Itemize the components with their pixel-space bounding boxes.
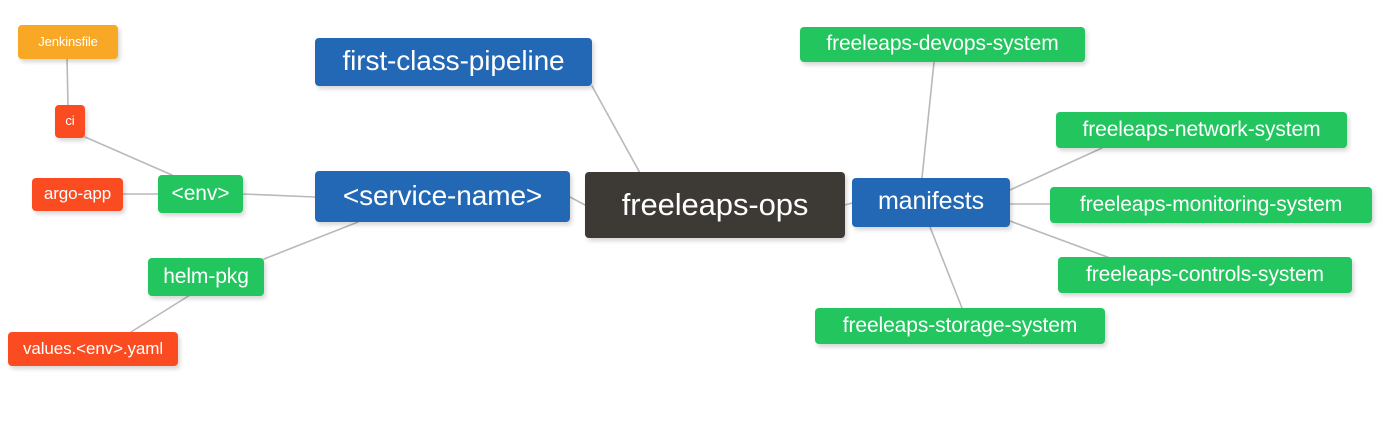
node-storage-system[interactable]: freeleaps-storage-system <box>815 308 1105 344</box>
node-network-system[interactable]: freeleaps-network-system <box>1056 112 1347 148</box>
node-first-class-pipeline-label: first-class-pipeline <box>342 45 565 76</box>
node-env[interactable]: <env> <box>158 175 243 213</box>
node-values-yaml-label: values.<env>.yaml <box>22 338 164 358</box>
node-ci-label: ci <box>65 113 75 128</box>
edge-root-to-first-class-pipeline <box>591 85 641 174</box>
node-helm-pkg[interactable]: helm-pkg <box>148 258 264 296</box>
edge-service-name-to-helm-pkg <box>263 221 359 260</box>
node-jenkinsfile[interactable]: Jenkinsfile <box>18 25 118 59</box>
node-argo-app[interactable]: argo-app <box>32 178 123 211</box>
edge-root-to-service-name <box>569 196 586 206</box>
node-root-label: freeleaps-ops <box>621 186 809 222</box>
node-manifests[interactable]: manifests <box>852 178 1010 227</box>
node-manifests-label: manifests <box>877 187 985 215</box>
node-helm-pkg-label: helm-pkg <box>163 264 249 288</box>
node-first-class-pipeline[interactable]: first-class-pipeline <box>315 38 592 86</box>
node-devops-system[interactable]: freeleaps-devops-system <box>800 27 1085 62</box>
edge-helm-pkg-to-values-yaml <box>130 294 191 333</box>
node-root-freeleaps-ops[interactable]: freeleaps-ops <box>585 172 845 238</box>
edge-manifests-to-storage-system <box>929 226 963 309</box>
node-service-name-label: <service-name> <box>342 179 543 211</box>
node-service-name[interactable]: <service-name> <box>315 171 570 222</box>
edge-ci-to-jenkinsfile <box>66 57 69 106</box>
edge-manifests-to-network-system <box>1009 147 1103 191</box>
edge-root-to-manifests <box>844 202 853 206</box>
node-storage-system-label: freeleaps-storage-system <box>842 313 1078 337</box>
node-monitoring-system[interactable]: freeleaps-monitoring-system <box>1050 187 1372 223</box>
node-devops-system-label: freeleaps-devops-system <box>826 32 1059 55</box>
node-controls-system[interactable]: freeleaps-controls-system <box>1058 257 1352 293</box>
node-env-label: <env> <box>171 181 230 205</box>
node-argo-app-label: argo-app <box>43 184 112 203</box>
node-monitoring-system-label: freeleaps-monitoring-system <box>1079 192 1343 216</box>
edge-manifests-to-controls-system <box>1009 220 1111 259</box>
edge-service-name-to-env <box>242 193 316 198</box>
node-ci[interactable]: ci <box>55 105 85 138</box>
edge-manifests-to-devops-system <box>921 61 935 179</box>
node-controls-system-label: freeleaps-controls-system <box>1086 262 1324 286</box>
node-values-yaml[interactable]: values.<env>.yaml <box>8 332 178 366</box>
node-network-system-label: freeleaps-network-system <box>1082 117 1321 141</box>
node-jenkinsfile-label: Jenkinsfile <box>38 33 98 49</box>
edge-env-to-ci <box>84 136 173 176</box>
